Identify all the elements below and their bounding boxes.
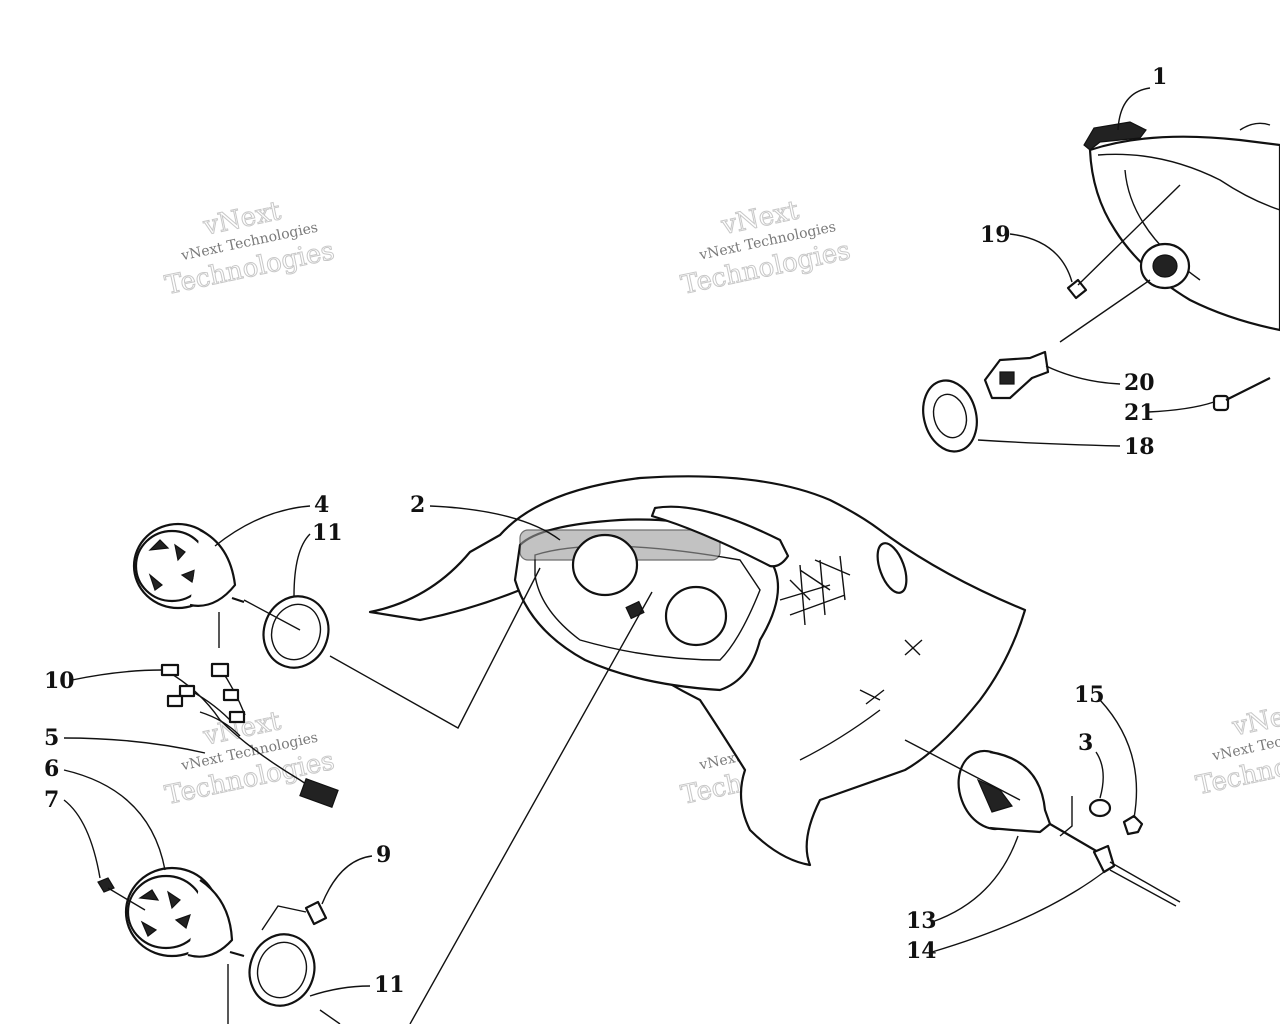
bezel-ring-11-bottom [248,933,316,1007]
leader-11-bottom [309,985,371,997]
callout-20: 20 [1124,370,1155,396]
leader-4 [214,505,311,547]
callout-19: 19 [980,222,1011,248]
callout-2: 2 [410,492,425,518]
leader-7 [63,799,101,879]
leader-10 [71,669,163,681]
adjuster-screw-21 [1212,377,1271,412]
leader-3 [1095,751,1104,799]
cable-14 [1049,823,1181,907]
leader-5 [63,737,206,754]
callout-15: 15 [1074,682,1105,708]
watermark-bottom-right: vNext vNext Technologies Technologies [1193,696,1280,802]
gauge-6-mount-line [319,591,653,1024]
callout-14: 14 [906,938,937,964]
callout-1: 1 [1152,64,1167,90]
bulb-axis-line [1059,279,1151,343]
gauge-4-axis-line [243,599,301,631]
leader-11-top [293,533,311,597]
callout-11-bottom: 11 [374,972,405,998]
leader-2 [429,505,561,541]
leader-1 [1117,87,1151,131]
nut-15 [1122,814,1144,836]
washer-3 [1088,798,1112,818]
screw-7 [97,877,146,911]
callout-6: 6 [44,756,59,782]
bulb-socket-ring [1139,242,1191,290]
callout-13: 13 [906,908,937,934]
headlight-clip-1 [1083,121,1147,151]
leader-14 [931,871,1105,953]
gauge-6 [124,866,245,958]
retaining-ring-18 [922,379,978,453]
wiring-harness [160,662,339,809]
gauge-cup-13 [957,749,1052,834]
watermark-top-left: vNext vNext Technologies Technologies [162,196,338,302]
bulb-9 [261,900,328,931]
leader-15 [1099,699,1138,819]
leader-18 [977,439,1121,447]
callout-3: 3 [1078,730,1093,756]
callout-10: 10 [44,668,75,694]
callout-9: 9 [376,842,391,868]
headlight-housing [1088,122,1280,332]
gauge-4 [132,522,245,610]
bezel-ring-11-top [262,595,330,669]
headlight-bulb-20 [983,350,1050,400]
screw-19 [1066,184,1181,300]
leader-9 [321,855,373,905]
gauge-4-mount-line [329,567,541,729]
leader-21 [1147,401,1215,413]
dash-panel-2 [368,475,1027,867]
callout-7: 7 [44,787,59,813]
callout-4: 4 [314,492,329,518]
callout-11-top: 11 [312,520,343,546]
callout-21: 21 [1124,400,1155,426]
gauge-cup-bracket-line [1059,796,1073,837]
callout-18: 18 [1124,434,1155,460]
leader-6 [63,769,166,871]
leader-19 [1009,233,1073,283]
gauge-cup-axis-line [904,739,1021,801]
callout-5: 5 [44,725,59,751]
watermark-top-center: vNext vNext Technologies Technologies [678,195,854,301]
leader-13 [931,835,1019,923]
leader-20 [1045,365,1121,385]
